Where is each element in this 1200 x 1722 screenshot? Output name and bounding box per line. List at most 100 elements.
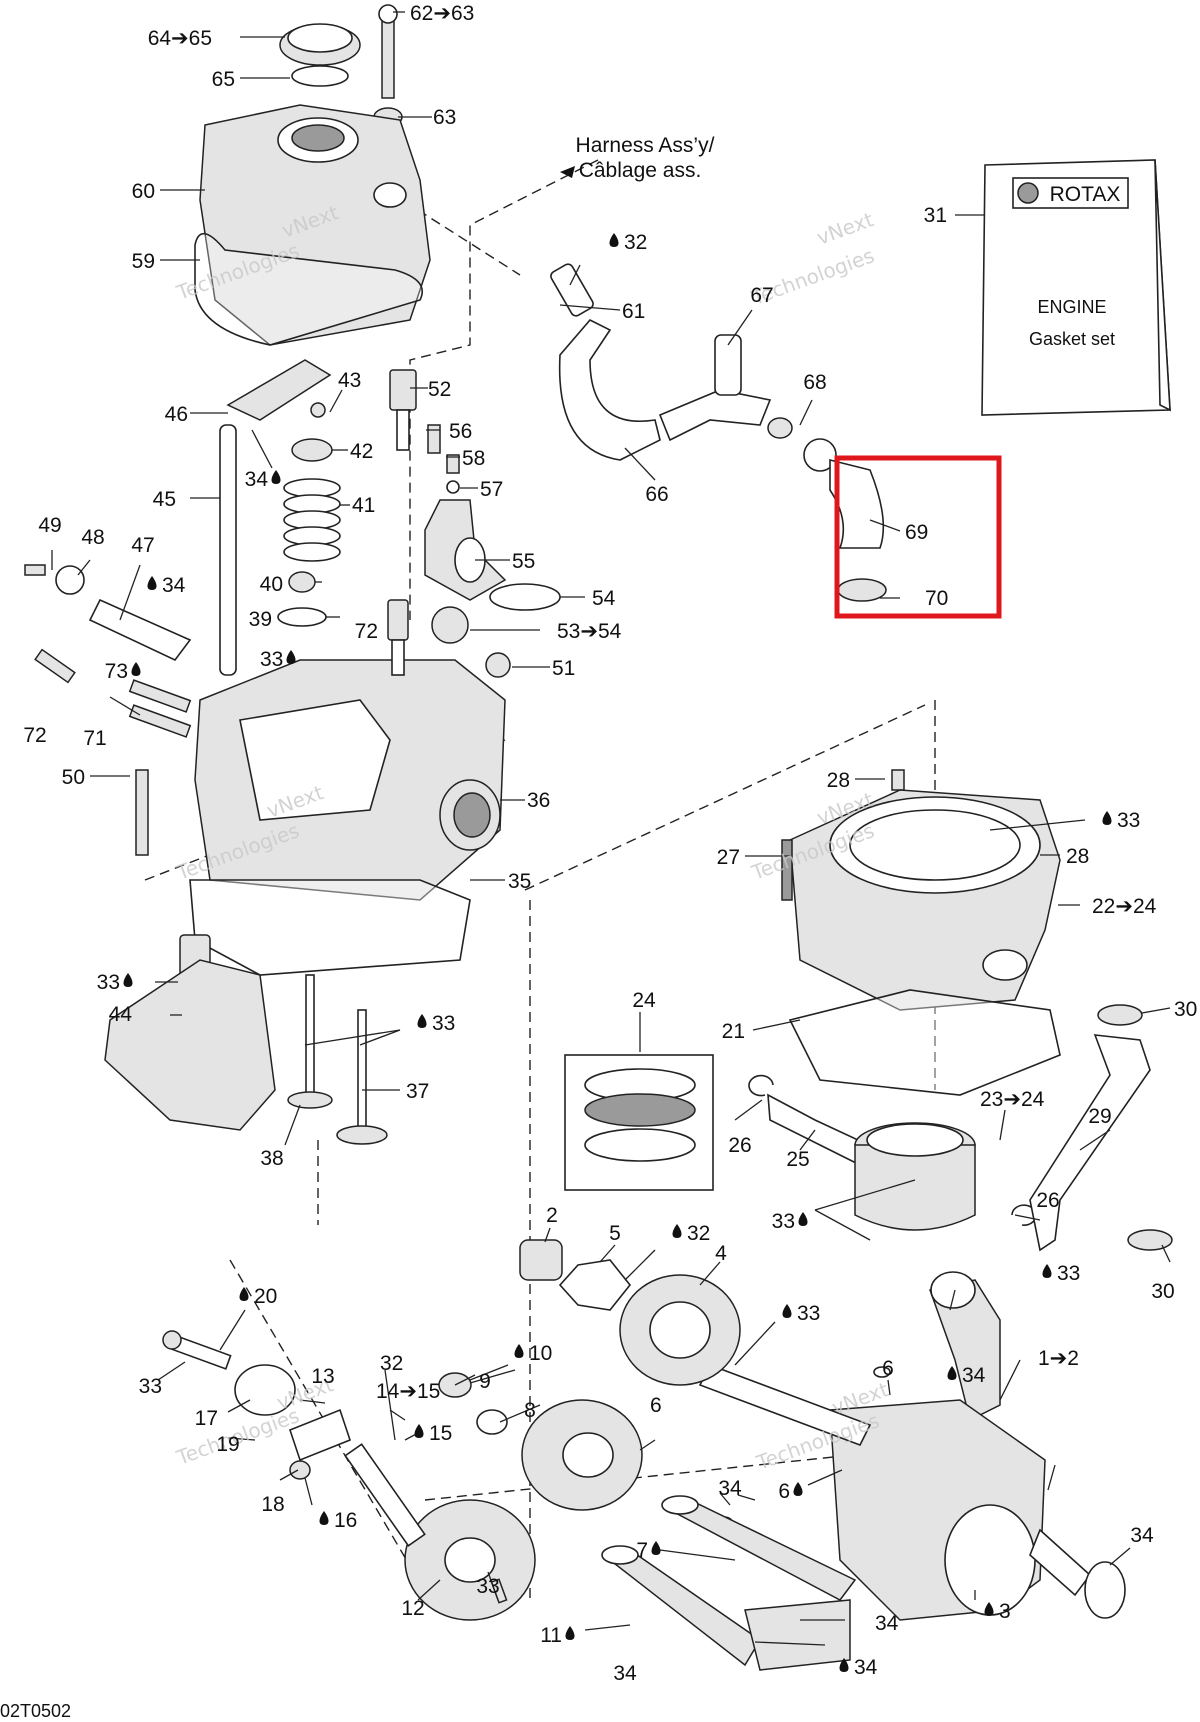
part-number-label: 14➔15 <box>376 1380 440 1403</box>
part-number-label: 45 <box>153 488 176 511</box>
part-number-label: 33 <box>432 1012 455 1035</box>
oil-drop-icon <box>651 1541 661 1555</box>
part-number-label: 29 <box>1088 1105 1111 1128</box>
part-number-label: 52 <box>428 378 451 401</box>
part-number-label: 33 <box>797 1302 820 1325</box>
part-number-label: 28 <box>1066 845 1089 868</box>
part-number-label: 44 <box>109 1003 133 1026</box>
part-number-label: 16 <box>334 1509 357 1532</box>
part-number-label: 41 <box>352 494 375 517</box>
part-number-label: 40 <box>260 573 283 596</box>
balance-shaft-group <box>601 1495 857 1671</box>
part-number-label: 65 <box>212 68 235 91</box>
part-number-label: 25 <box>786 1148 809 1171</box>
part-number-label: 34 <box>1130 1524 1154 1547</box>
oil-drop-icon <box>672 1224 682 1238</box>
part-number-label: 13 <box>311 1365 334 1388</box>
part-number-label: 17 <box>195 1407 218 1430</box>
part-number-label: 26 <box>728 1134 751 1157</box>
crankshaft-group <box>698 1271 1126 1621</box>
part-number-label: 34 <box>245 468 269 491</box>
part-number-label: 6 <box>650 1394 662 1417</box>
piston-group <box>564 1054 1037 1231</box>
part-number-label: 35 <box>508 870 531 893</box>
oil-drop-icon <box>793 1482 803 1496</box>
part-number-label: 33 <box>772 1210 795 1233</box>
part-number-label: 32 <box>380 1352 403 1375</box>
oil-drop-icon <box>984 1602 994 1616</box>
part-number-label: 59 <box>132 250 155 273</box>
part-number-label: 8 <box>524 1399 536 1422</box>
part-number-label: 67 <box>750 284 773 307</box>
part-number-label: 42 <box>350 440 373 463</box>
oil-drop-icon <box>839 1658 849 1672</box>
part-number-label: 22➔24 <box>1092 895 1157 918</box>
part-number-label: 68 <box>803 371 826 394</box>
part-number-label: 48 <box>81 526 104 549</box>
part-number-label: 69 <box>905 521 928 544</box>
oil-drop-icon <box>1042 1264 1052 1278</box>
gears-group <box>344 1239 741 1621</box>
part-number-label: 71 <box>83 727 106 750</box>
part-number-label: 34 <box>962 1364 986 1387</box>
radiator-hose-group <box>1029 1004 1173 1252</box>
part-number-label: 6 <box>778 1480 790 1503</box>
starter-lever-group <box>162 1330 351 1480</box>
part-number-label: 34 <box>854 1656 878 1679</box>
part-number-label: 34 <box>162 574 186 597</box>
gasket-set-book: ROTAX ENGINE Gasket set <box>981 159 1171 416</box>
valves-group <box>287 974 388 1145</box>
part-number-label: 32 <box>624 231 647 254</box>
oil-drop-icon <box>798 1212 808 1226</box>
part-number-label: 72 <box>23 724 46 747</box>
cylinder-group <box>781 769 1061 1096</box>
oil-drop-icon <box>782 1304 792 1318</box>
part-number-label: 7 <box>636 1539 648 1562</box>
part-number-label: 54 <box>592 587 616 610</box>
gasket-set-title: ENGINE <box>1037 297 1106 317</box>
part-number-label: 34 <box>718 1477 742 1500</box>
part-number-label: 58 <box>462 447 485 470</box>
part-number-label: 62➔63 <box>410 2 474 25</box>
part-number-label: 33 <box>1117 809 1140 832</box>
part-number-label: 47 <box>131 534 154 557</box>
part-number-label: 73 <box>105 660 128 683</box>
part-number-label: 34 <box>613 1662 637 1685</box>
oil-drop-icon <box>131 662 141 676</box>
cylinder-head-group <box>104 659 506 1131</box>
part-number-label: 10 <box>529 1342 552 1365</box>
part-number-label: 33 <box>476 1575 499 1598</box>
part-number-label: 38 <box>260 1147 283 1170</box>
part-number-label: 72 <box>355 620 378 643</box>
thermostat-group <box>387 369 561 678</box>
part-number-label: 5 <box>609 1222 621 1245</box>
part-number-label: 31 <box>924 204 947 227</box>
part-number-label: 37 <box>406 1080 429 1103</box>
part-number-label: 26 <box>1036 1189 1059 1212</box>
oil-drop-icon <box>514 1344 524 1358</box>
part-number-label: 36 <box>527 789 550 812</box>
part-number-label: 66 <box>645 483 668 506</box>
part-number-label: 30 <box>1174 998 1197 1021</box>
oil-drop-icon <box>609 233 619 247</box>
part-number-label: 6 <box>882 1357 894 1380</box>
part-number-label: 57 <box>480 478 503 501</box>
part-number-label: 9 <box>479 1370 491 1393</box>
part-number-label: 12 <box>401 1597 424 1620</box>
oil-drop-icon <box>286 650 296 664</box>
part-number-label: 64➔65 <box>148 27 212 50</box>
oil-drop-icon <box>319 1511 329 1525</box>
part-number-label: 56 <box>449 420 472 443</box>
part-number-label: 61 <box>622 300 645 323</box>
valvetrain-group <box>24 359 341 856</box>
part-number-label: 20 <box>254 1285 277 1308</box>
oil-drop-icon <box>1102 811 1112 825</box>
harness-label-line2: Câblage ass. <box>579 159 702 182</box>
oil-drop-icon <box>147 576 157 590</box>
part-number-label: 55 <box>512 550 535 573</box>
part-number-label: 27 <box>717 846 740 869</box>
part-number-label: 23➔24 <box>980 1088 1045 1111</box>
oil-drop-icon <box>271 470 281 484</box>
part-number-label: 46 <box>165 403 188 426</box>
